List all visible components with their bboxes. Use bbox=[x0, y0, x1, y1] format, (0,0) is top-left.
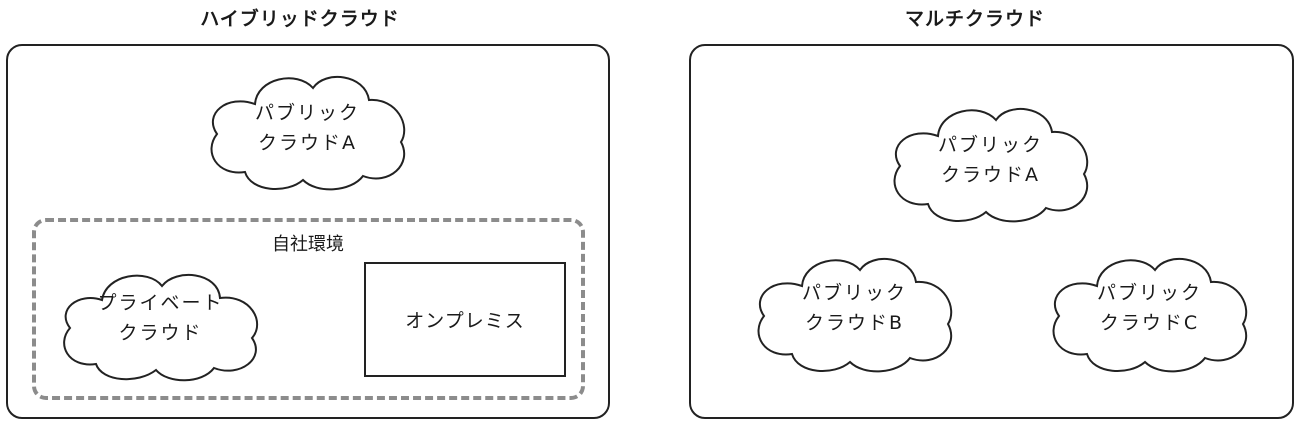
public-cloud-b: パブリック クラウドB bbox=[752, 250, 957, 373]
cloud-label-line2: クラウドB bbox=[804, 312, 905, 334]
cloud-label-line2: クラウド bbox=[118, 322, 203, 344]
cloud-shape bbox=[63, 273, 258, 382]
private-cloud: プライベート クラウド bbox=[58, 266, 263, 382]
cloud-label-line1: パブリック bbox=[254, 102, 360, 124]
cloud-shape bbox=[210, 75, 406, 191]
public-cloud-a-multi: パブリック クラウドA bbox=[888, 100, 1093, 223]
multi-cloud-panel bbox=[689, 44, 1294, 419]
cloud-shape bbox=[1052, 257, 1248, 373]
cloud-label-line2: クラウドA bbox=[941, 164, 1040, 186]
cloud-shape bbox=[757, 257, 953, 373]
company-environment-area bbox=[32, 218, 585, 400]
company-environment-label: 自社環境 bbox=[272, 234, 344, 255]
cloud-label-line1: パブリック bbox=[1096, 282, 1202, 304]
cloud-label-line1: パブリック bbox=[801, 282, 907, 304]
onpremise-box: オンプレミス bbox=[364, 262, 566, 377]
cloud-shape bbox=[893, 107, 1089, 223]
cloud-label-line2: クラウドC bbox=[1099, 312, 1200, 334]
public-cloud-c: パブリック クラウドC bbox=[1047, 250, 1252, 373]
cloud-label-line1: プライベート bbox=[97, 292, 224, 314]
hybrid-cloud-title: ハイブリッドクラウド bbox=[200, 8, 400, 30]
hybrid-cloud-panel bbox=[6, 44, 610, 419]
cloud-label-line1: パブリック bbox=[937, 134, 1043, 156]
cloud-label-line2: クラウドA bbox=[258, 132, 357, 154]
onpremise-label: オンプレミス bbox=[405, 310, 525, 332]
public-cloud-a-hybrid: パブリック クラウドA bbox=[205, 68, 410, 191]
multi-cloud-title: マルチクラウド bbox=[904, 8, 1045, 30]
